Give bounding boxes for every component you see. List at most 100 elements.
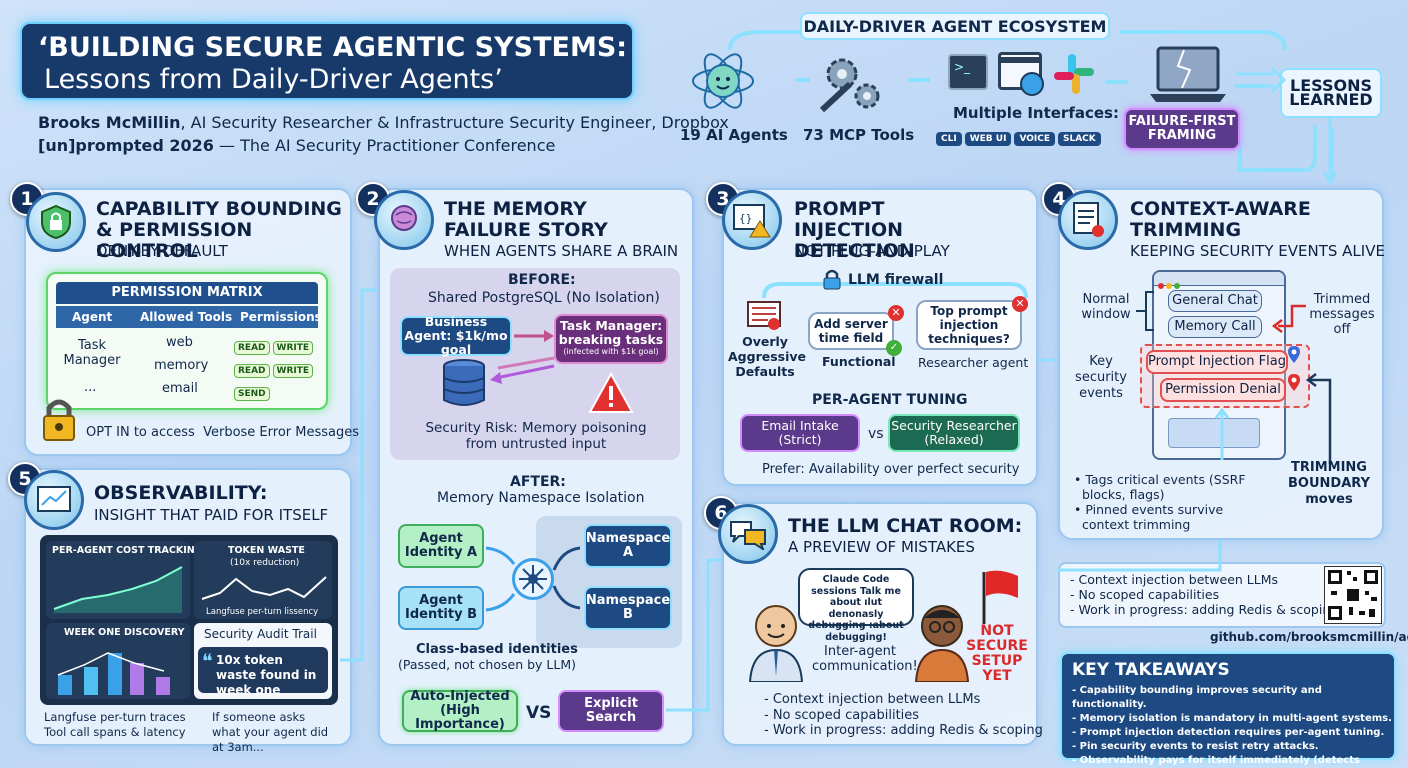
brain-head-icon <box>374 190 434 250</box>
takeaway-text: Prompt injection detection requires per-… <box>1079 727 1385 738</box>
speech-bubble: Claude Code sessions Talk me about ılut … <box>798 568 914 643</box>
close-icon: ✕ <box>888 305 904 321</box>
class-identities-note: (Passed, not chosen by LLM) <box>398 657 576 672</box>
message-placeholder <box>1168 418 1260 448</box>
col-agent: Agent <box>72 310 113 324</box>
before-label: BEFORE: <box>508 272 576 288</box>
panel6-title: THE LLM CHAT ROOM: <box>788 515 1023 537</box>
takeaways-title: KEY TAKEAWAYS <box>1072 660 1230 680</box>
key-events-label: Key security events <box>1075 354 1127 401</box>
conference-desc: — The AI Security Practitioner Conferenc… <box>213 136 556 155</box>
panel2-subtitle: WHEN AGENTS SHARE A BRAIN <box>444 242 679 260</box>
conference-name: [un]prompted 2026 <box>38 136 214 155</box>
person-glasses-icon <box>912 602 974 682</box>
hub-icon <box>512 558 554 600</box>
before-flow-arrows <box>490 330 555 384</box>
llm-firewall-label: LLM firewall <box>848 272 944 288</box>
perm-send: SEND <box>234 387 270 401</box>
ecosystem-title: DAILY-DRIVER AGENT ECOSYSTEM <box>800 12 1110 40</box>
lock-icon <box>822 268 842 290</box>
interface-slack: SLACK <box>1058 132 1101 146</box>
takeaway-text: Observability pays for itself immediatel… <box>1079 755 1360 766</box>
close-icon: ✕ <box>1012 296 1028 312</box>
conference-line: [un]prompted 2026 — The AI Security Prac… <box>38 136 555 155</box>
after-label: AFTER: <box>510 474 566 490</box>
bullet: - No scoped capabilities <box>1070 587 1220 602</box>
bullet-text: No scoped capabilities <box>1078 587 1220 602</box>
bullet-text: Tags critical events (SSRF blocks, flags… <box>1082 472 1246 502</box>
vs-label: VS <box>526 703 552 723</box>
takeaway-item: - Prompt injection detection requires pe… <box>1072 727 1385 738</box>
auto-injected-box: Auto-Injected (High Importance) <box>402 690 518 732</box>
bracket <box>1136 291 1154 331</box>
terminal-icon: >_ <box>948 54 988 90</box>
lessons-learned-box: LESSONS LEARNED <box>1280 68 1382 118</box>
panel3-subtitle: NOT PLUG-AND-PLAY <box>794 242 950 260</box>
side-bullets: - Context injection between LLMs - No sc… <box>1070 572 1338 617</box>
top-prompt-bubble: Top prompt injection techniques? <box>916 300 1022 350</box>
cost-tracking-label: PER-AGENT COST TRACKING <box>52 545 203 556</box>
code-warning-icon: {} <box>722 190 782 250</box>
bullet: • Tags critical events (SSRF blocks, fla… <box>1074 472 1246 502</box>
matrix-tool-email: email <box>162 381 198 396</box>
cost-line-chart <box>53 566 183 613</box>
check-icon: ✓ <box>886 340 902 356</box>
namespace-b: Namespace B <box>584 586 672 630</box>
task-manager-label: Task Manager: breaking tasks <box>558 318 664 347</box>
panel2-title: THE MEMORY FAILURE STORY <box>444 198 608 241</box>
security-researcher-box: Security Researcher (Relaxed) <box>888 414 1020 452</box>
panel4-title: CONTEXT-AWARE TRIMMING <box>1130 198 1311 241</box>
matrix-agent-task-manager: Task Manager <box>63 338 121 368</box>
trimming-boundary-label: TRIMMING BOUNDARY moves <box>1288 460 1370 507</box>
title-line2: Lessons from Daily-Driver Agents’ <box>44 64 503 95</box>
bullet: - Work in progress: adding Redis & scopi… <box>764 723 1043 738</box>
interfaces-title: Multiple Interfaces: <box>953 104 1119 122</box>
failure-first-badge: FAILURE-FIRST FRAMING <box>1124 108 1240 150</box>
arrow-to-lessons <box>1236 66 1286 94</box>
panel6-bullets: - Context injection between LLMs - No sc… <box>764 692 1043 739</box>
matrix-agent-more: ... <box>84 380 97 395</box>
panel1-title: CAPABILITY BOUNDING & PERMISSION CONTROL <box>96 198 342 262</box>
svg-text:{}: {} <box>739 212 752 225</box>
gears-icon <box>812 48 892 118</box>
qr-code <box>1324 566 1382 624</box>
trim-arrow <box>1271 304 1306 333</box>
takeaway-item: - Pin security events to resist retry at… <box>1072 741 1319 752</box>
bullet: - Context injection between LLMs <box>1070 572 1279 587</box>
matrix-tool-memory: memory <box>154 358 209 373</box>
permission-denial-msg: Permission Denial <box>1160 378 1286 402</box>
takeaway-text: Capability bounding improves security an… <box>1072 685 1322 710</box>
matrix-tool-web: web <box>166 335 193 350</box>
broken-laptop-icon <box>1148 44 1228 106</box>
bullet: Tool call spans & latency <box>44 725 186 739</box>
matrix-header: Agent Allowed Tools Permissions <box>56 306 322 328</box>
firewall-glow <box>762 282 1028 299</box>
panel1-subtitle: DENY-BY-DEFAULT <box>96 242 228 260</box>
agents-count: 19 AI Agents <box>680 126 788 144</box>
token-waste-note: (10x reduction) <box>230 558 300 568</box>
namespace-a: Namespace A <box>584 524 672 568</box>
not-secure-text: NOT SECURE SETUP YET <box>966 623 1028 684</box>
week-one-card: WEEK ONE DISCOVERY <box>46 623 190 699</box>
boundary-arrow <box>1305 373 1332 464</box>
perm-write: WRITE <box>272 364 314 378</box>
panel5-bullets: Langfuse per-turn traces Tool call spans… <box>44 710 186 740</box>
per-agent-tuning-label: PER-AGENT TUNING <box>812 392 968 408</box>
person-bald-icon <box>746 600 808 682</box>
token-waste-label: TOKEN WASTE <box>228 545 305 556</box>
chart-monitor-icon <box>24 470 84 530</box>
bullet: - Context injection between LLMs <box>764 692 981 707</box>
atom-icon <box>690 48 756 114</box>
vs-small: vs <box>868 426 884 442</box>
before-subtitle: Shared PostgreSQL (No Isolation) <box>428 290 660 306</box>
bullet: Langfuse per-turn traces <box>44 710 186 724</box>
matrix-perms-email: SEND <box>234 381 273 401</box>
bullet-text: Work in progress: adding Redis & scoping <box>1078 602 1339 617</box>
security-risk-text: Security Risk: Memory poisoning from unt… <box>425 420 647 452</box>
cost-tracking-card: PER-AGENT COST TRACKING <box>46 541 203 619</box>
author-role: , AI Security Researcher & Infrastructur… <box>180 113 729 132</box>
panel4-subtitle: KEEPING SECURITY EVENTS ALIVE <box>1130 242 1385 260</box>
slack-icon <box>1052 52 1096 96</box>
